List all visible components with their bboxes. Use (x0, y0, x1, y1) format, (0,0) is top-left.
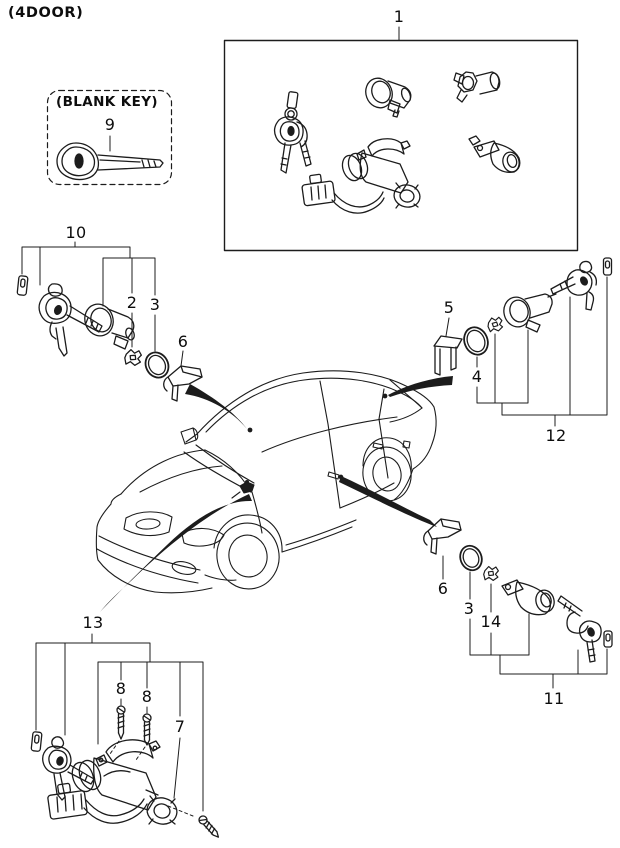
callout-4: 4 (471, 367, 483, 386)
blank-key-box-title: (BLANK KEY) (56, 94, 158, 110)
callout-6-top: 6 (177, 332, 189, 351)
location-arrows (100, 376, 453, 612)
callout-10: 10 (65, 223, 87, 242)
callout-6-bottom: 6 (437, 579, 449, 598)
callout-3-left: 3 (149, 295, 161, 314)
ignition-group-bottom-left (30, 705, 220, 838)
callout-8-right: 8 (141, 687, 153, 706)
door-lock-group-left (16, 275, 170, 379)
leader-lines (21, 26, 608, 812)
callout-14: 14 (480, 612, 502, 631)
arrow-front-door-upper (185, 384, 247, 429)
callout-3-right: 3 (463, 599, 475, 618)
callout-2: 2 (126, 293, 138, 312)
callout-9: 9 (104, 115, 116, 134)
car-illustration (95, 370, 437, 594)
key-set-contents (273, 71, 521, 214)
callout-5: 5 (443, 298, 455, 317)
arrow-trunk-lid (388, 376, 453, 397)
key-set-box-outline (223, 39, 579, 252)
hidden-fastener-lines (109, 740, 194, 817)
blank-key-illustration (46, 89, 173, 186)
trunk-lid-group-right (433, 257, 613, 376)
callout-1: 1 (393, 7, 405, 26)
callout-7: 7 (174, 717, 186, 736)
body-variant-label: (4DOOR) (8, 5, 84, 21)
arrow-front-door-lock (339, 476, 437, 527)
callout-13: 13 (82, 613, 104, 632)
door-lock-group-bottom-right (423, 518, 613, 663)
callout-12: 12 (545, 426, 567, 445)
callout-8-left: 8 (115, 679, 127, 698)
callout-11: 11 (543, 689, 565, 708)
